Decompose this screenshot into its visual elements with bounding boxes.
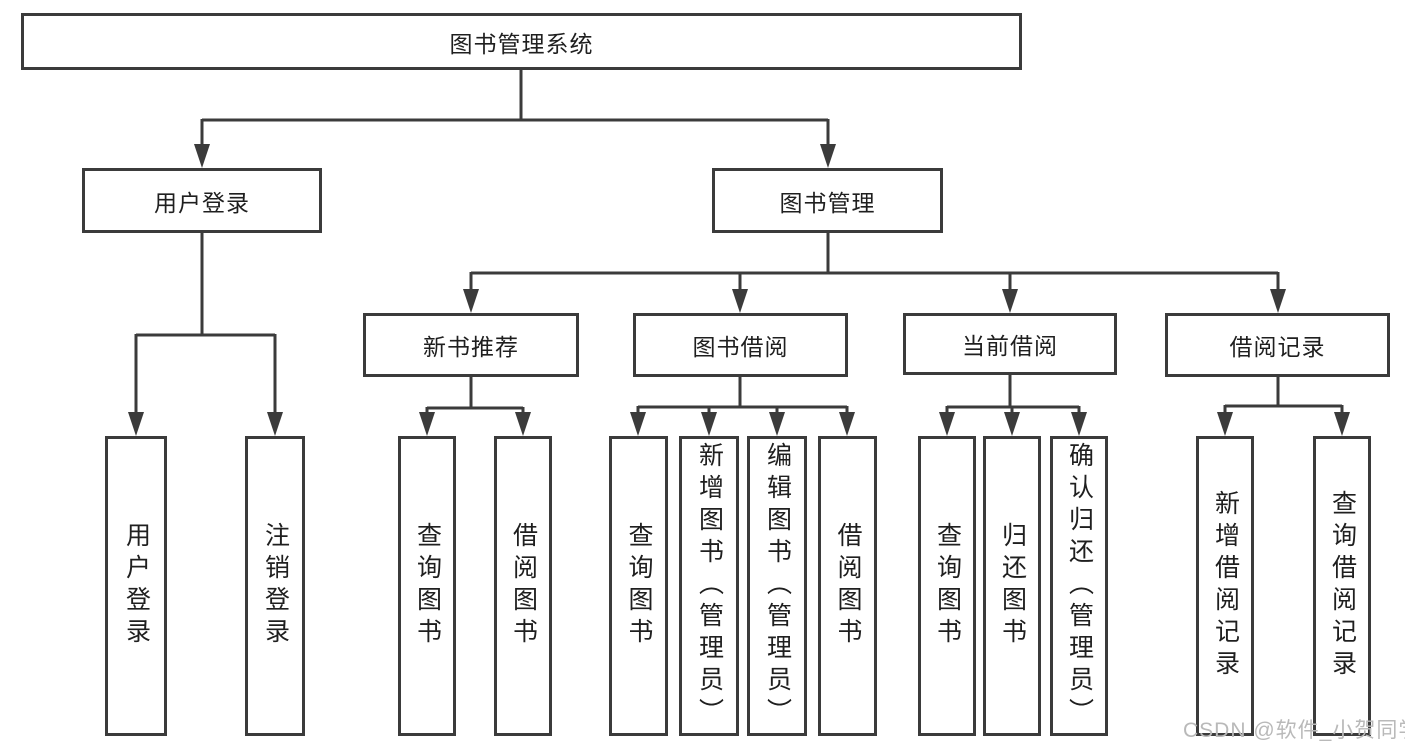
node-label: 借阅图书	[834, 522, 862, 650]
node-label: 新书推荐	[423, 334, 519, 360]
section-borrow-records: 借阅记录	[1165, 313, 1390, 377]
leaf-borrow-books: 借阅图书	[818, 436, 877, 736]
branch-user-login: 用户登录	[82, 168, 322, 233]
node-library-management-system: 图书管理系统	[21, 13, 1022, 70]
node-label: 新增借阅记录	[1211, 490, 1240, 682]
node-label: 查询图书	[413, 522, 442, 650]
node-label: 借阅图书	[509, 522, 538, 650]
leaf-user-login: 用户登录	[105, 436, 167, 736]
node-label: 归还图书	[998, 522, 1027, 650]
leaf-add-book-admin: 新增图书（管理员）	[679, 436, 739, 736]
leaf-return-books: 归还图书	[983, 436, 1041, 736]
node-label: 图书借阅	[692, 334, 789, 360]
node-label: 注销登录	[261, 522, 290, 650]
leaf-query-books-current: 查询图书	[918, 436, 976, 736]
node-label: 图书管理系统	[449, 30, 594, 57]
node-label: 当前借阅	[962, 333, 1058, 359]
section-current-borrow: 当前借阅	[903, 313, 1117, 375]
node-label: 用户登录	[154, 189, 250, 216]
node-label: 用户登录	[122, 522, 151, 650]
node-label: 新增图书（管理员）	[695, 442, 724, 730]
leaf-query-borrow-record: 查询借阅记录	[1313, 436, 1371, 736]
leaf-query-books-recommend: 查询图书	[398, 436, 456, 736]
node-label: 查询图书	[933, 522, 962, 650]
leaf-query-books-borrow: 查询图书	[609, 436, 668, 736]
node-label: 借阅记录	[1229, 334, 1326, 360]
node-label: 查询图书	[625, 522, 653, 650]
leaf-add-borrow-record: 新增借阅记录	[1196, 436, 1254, 736]
leaf-confirm-return-admin: 确认归还（管理员）	[1050, 436, 1108, 736]
branch-book-management: 图书管理	[712, 168, 943, 233]
node-label: 编辑图书（管理员）	[763, 442, 792, 730]
leaf-borrow-books-recommend: 借阅图书	[494, 436, 552, 736]
node-label: 确认归还（管理员）	[1065, 442, 1094, 730]
leaf-edit-book-admin: 编辑图书（管理员）	[747, 436, 807, 736]
section-book-borrow: 图书借阅	[633, 313, 848, 377]
node-label: 图书管理	[779, 189, 876, 216]
csdn-watermark: CSDN @软件_小贺同学	[1183, 719, 1405, 742]
section-new-book-recommend: 新书推荐	[363, 313, 579, 377]
node-label: 查询借阅记录	[1328, 490, 1357, 682]
leaf-logout: 注销登录	[245, 436, 305, 736]
